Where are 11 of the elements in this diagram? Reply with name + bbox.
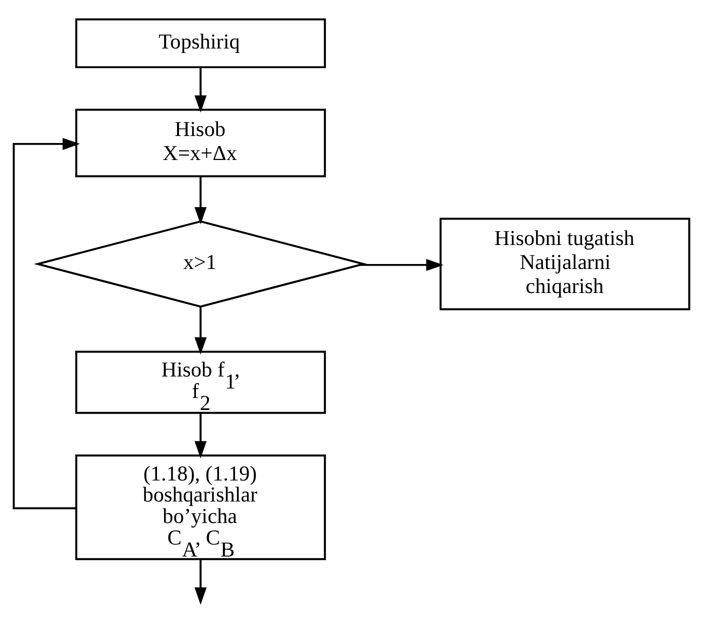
arrow: [194, 306, 207, 355]
arrow: [360, 258, 444, 271]
node-box: Hisobni tugatish Natijalarni chiqarish: [440, 218, 690, 310]
arrow: [12, 138, 80, 510]
node-box: Hisob X=x+Δx: [75, 108, 326, 178]
arrow: [194, 559, 207, 605]
arrow: [194, 176, 207, 224]
node-diamond: x>1: [34, 220, 368, 308]
node-box: Topshiriq: [75, 18, 326, 68]
arrow: [194, 67, 207, 113]
arrow: [194, 413, 207, 458]
